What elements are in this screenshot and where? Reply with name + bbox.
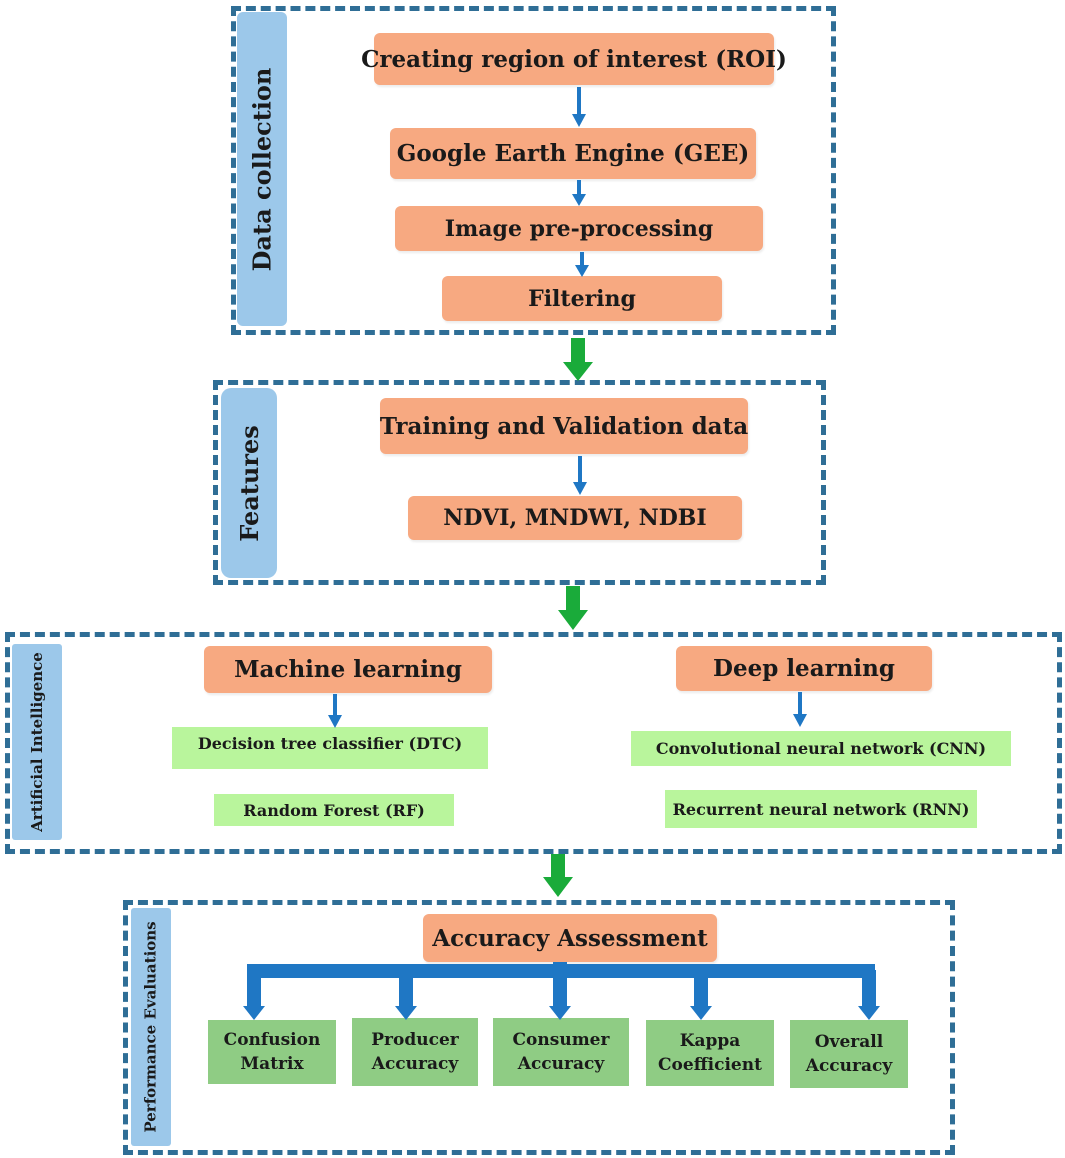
green-arrow-ai-to-evaluation: [543, 854, 573, 897]
blue-arrow-roi-to-gee: [572, 87, 586, 127]
dtc-method: Decision tree classifier (DTC): [172, 727, 488, 769]
blue-arrow-preprocessing-to-filtering: [575, 252, 589, 277]
cnn-method: Convolutional neural network (CNN): [631, 731, 1011, 766]
green-arrow-features-to-ai: [558, 586, 588, 630]
performance-evaluations-section: [123, 900, 955, 1155]
blue-arrow-gee-to-preprocessing: [572, 180, 586, 206]
deep-learning-box: Deep learning: [676, 646, 932, 691]
blue-arrow-ml-to-methods: [328, 694, 342, 728]
blue-arrow-training-to-indices: [573, 456, 587, 495]
filtering-step: Filtering: [442, 276, 722, 321]
rf-method: Random Forest (RF): [214, 794, 454, 826]
preprocessing-step: Image pre-processing: [395, 206, 763, 251]
performance-evaluations-label: Performance Evaluations: [131, 908, 171, 1146]
features-label: Features: [221, 388, 277, 578]
blue-arrow-dl-to-methods: [793, 692, 807, 727]
indices-step: NDVI, MNDWI, NDBI: [408, 496, 742, 540]
data-collection-section: [231, 6, 836, 335]
training-validation-step: Training and Validation data: [380, 398, 748, 454]
green-arrow-collection-to-features: [563, 338, 593, 381]
rnn-method: Recurrent neural network (RNN): [665, 790, 977, 828]
gee-step: Google Earth Engine (GEE): [390, 128, 756, 179]
artificial-intelligence-section: [5, 632, 1062, 854]
accuracy-distribution-arrows: [243, 962, 880, 1020]
roi-step: Creating region of interest (ROI): [361, 33, 787, 85]
features-section: [213, 380, 826, 585]
accuracy-assessment-box: Accuracy Assessment: [423, 914, 717, 962]
artificial-intelligence-label: Artificial Intelligence: [12, 644, 62, 840]
data-collection-label: Data collection: [237, 12, 287, 326]
machine-learning-box: Machine learning: [204, 646, 492, 693]
